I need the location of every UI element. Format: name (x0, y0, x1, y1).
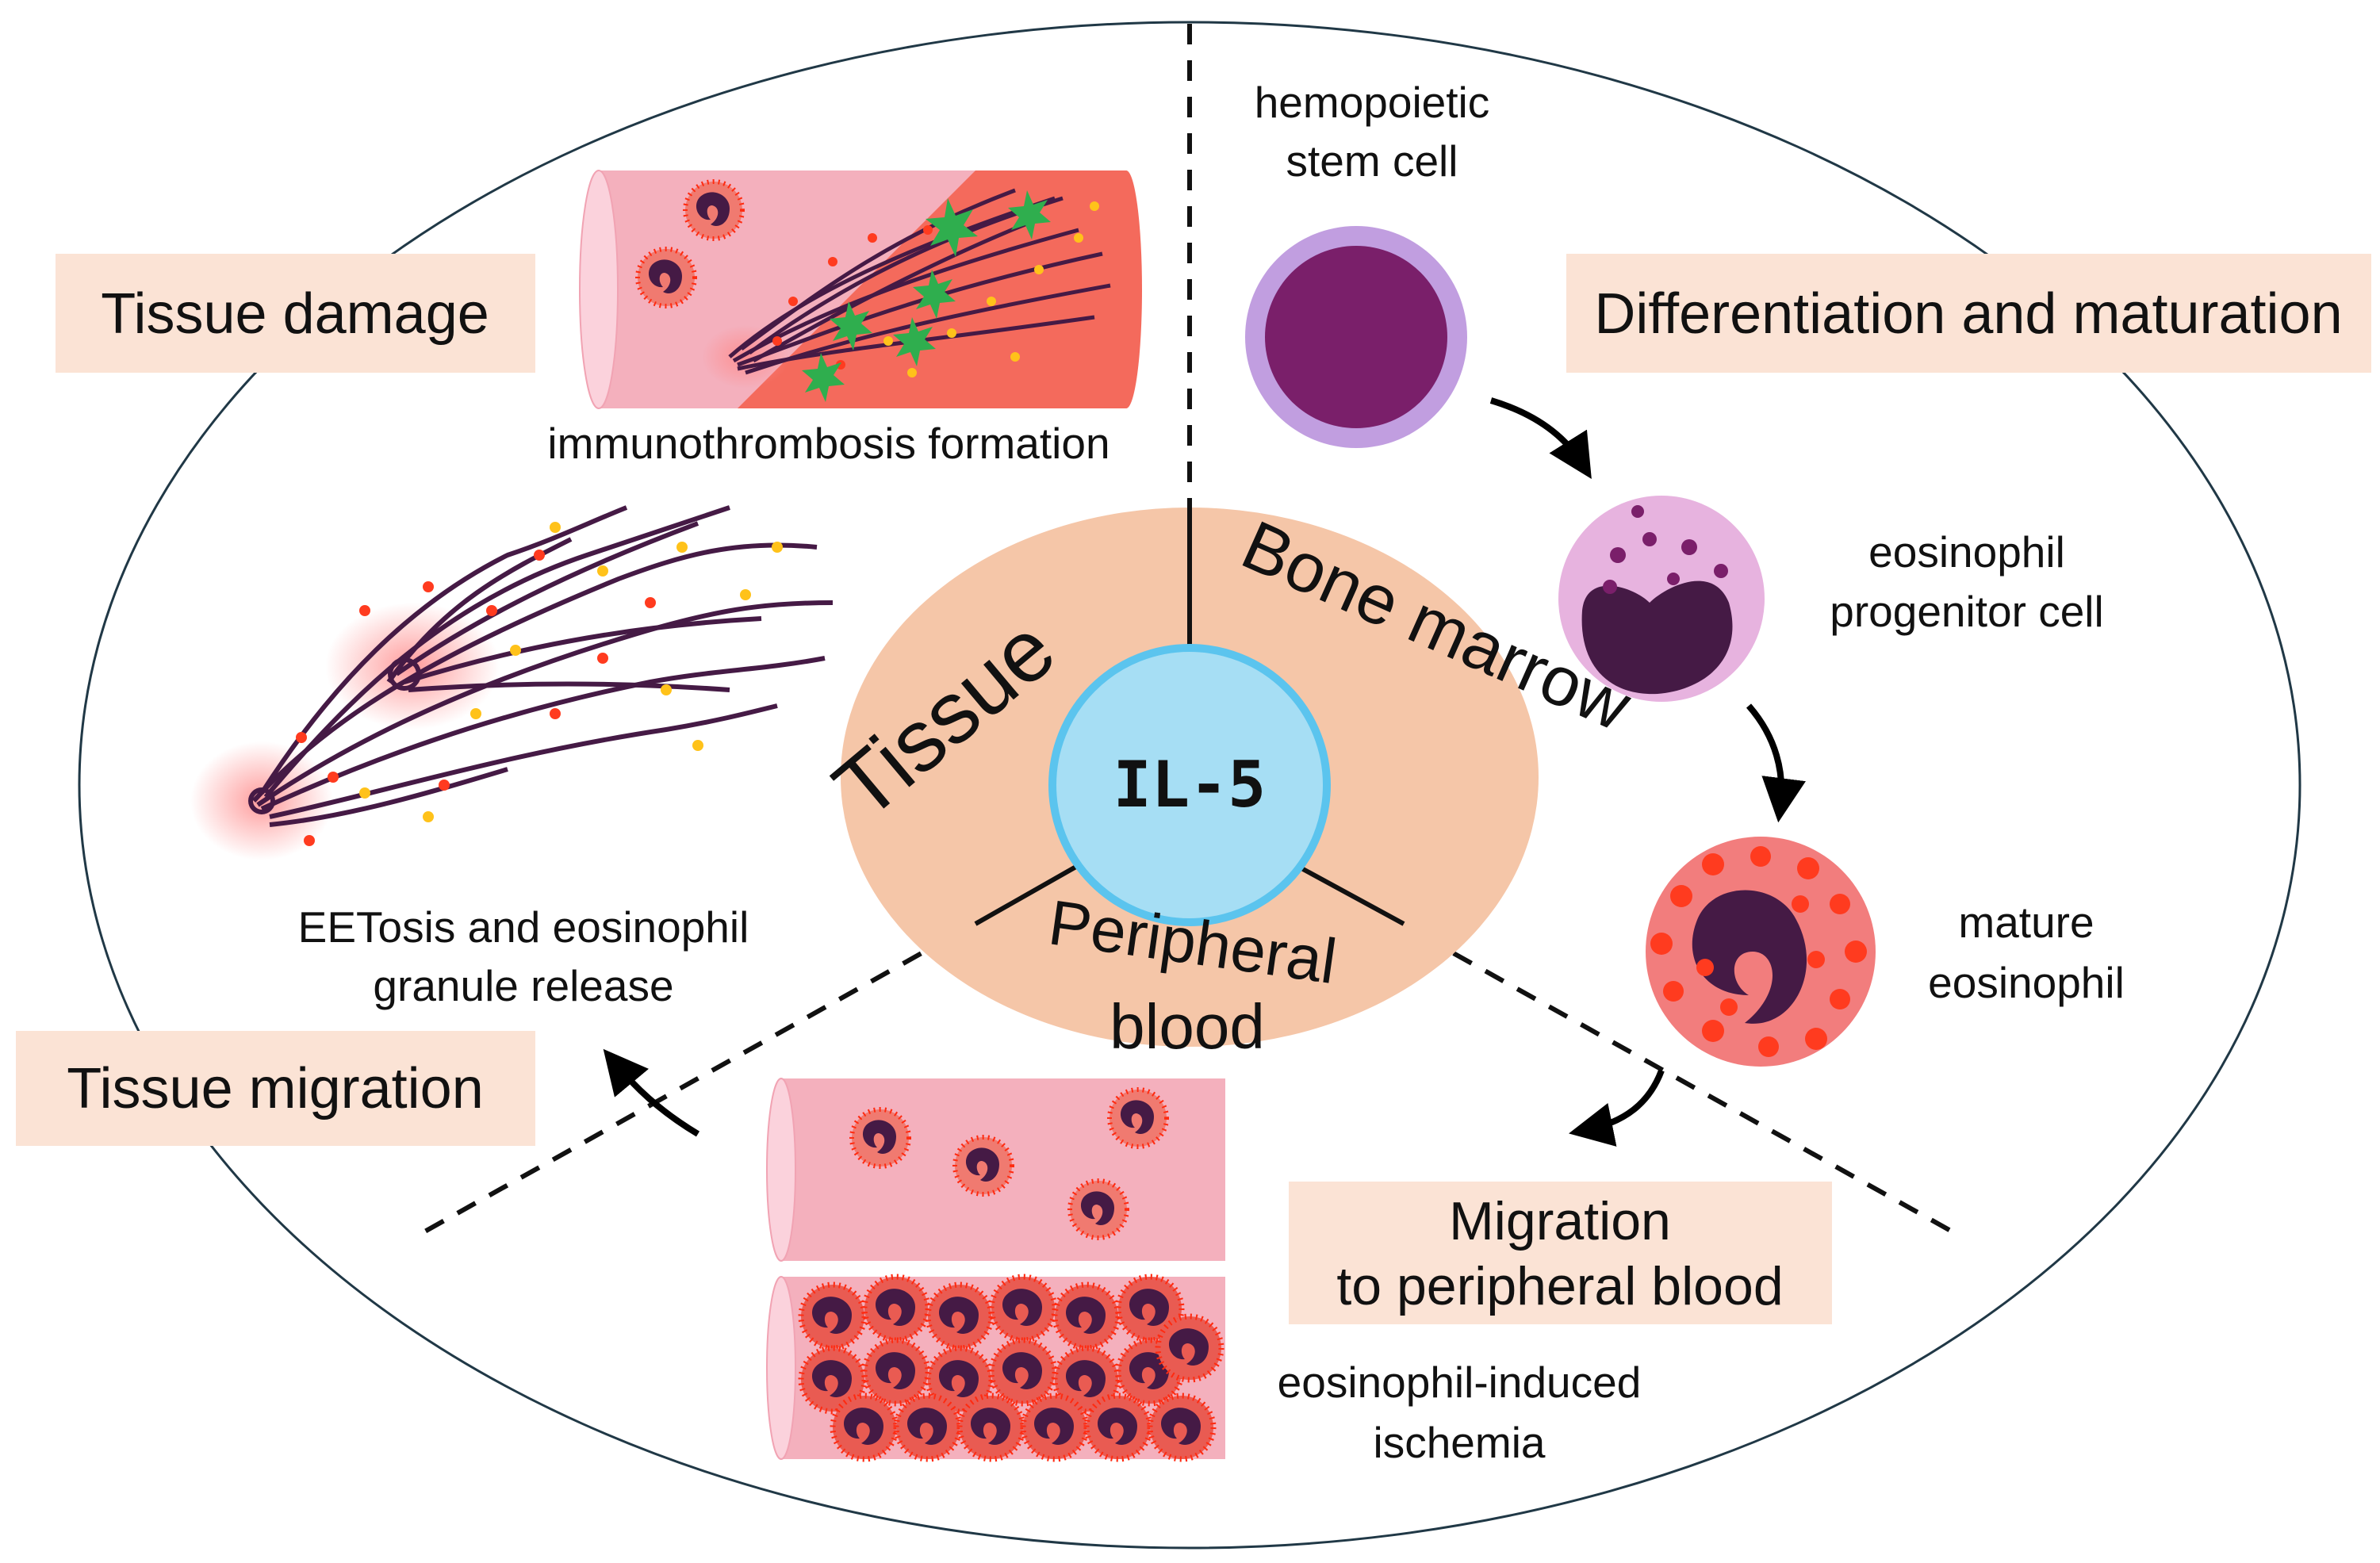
migration-blood-label-2: to peripheral blood (1336, 1256, 1783, 1316)
mature-caption-2: eosinophil (1928, 958, 2125, 1007)
progenitor-caption-2: progenitor cell (1830, 587, 2103, 636)
tissue-damage-label: Tissue damage (101, 282, 489, 346)
migration-blood-label-1: Migration (1449, 1191, 1671, 1251)
immunothrombosis-caption: immunothrombosis formation (547, 419, 1110, 468)
eosinophil-progenitor-cell (1558, 496, 1765, 702)
mature-caption-1: mature (1958, 898, 2094, 947)
eetosis-caption-1: EETosis and eosinophil (298, 902, 749, 952)
tissue-migration-label: Tissue migration (67, 1057, 484, 1121)
blood-vessel-ischemia (766, 1277, 1225, 1459)
hsc-caption-2: stem cell (1286, 136, 1458, 186)
blood-vessel-normal (766, 1078, 1225, 1262)
ischemia-caption-2: ischemia (1373, 1418, 1545, 1467)
arrow-progenitor-to-mature (1746, 703, 1806, 823)
outer-ellipse (78, 21, 2301, 1550)
tissue-damage-box: Tissue damage (56, 254, 535, 373)
il5-core (1048, 644, 1331, 926)
progenitor-caption-1: eosinophil (1868, 527, 2065, 577)
arrow-hsc-to-progenitor (1489, 397, 1592, 479)
il5-label: IL-5 (1113, 748, 1267, 822)
differentiation-label: Differentiation and maturation (1594, 282, 2342, 346)
eetosis-net (190, 505, 834, 860)
hemopoietic-stem-cell (1245, 226, 1467, 448)
migration-blood-box: Migration to peripheral blood (1289, 1182, 1832, 1324)
ischemia-caption-1: eosinophil-induced (1278, 1358, 1642, 1407)
differentiation-box: Differentiation and maturation (1566, 254, 2371, 373)
arrow-to-peripheral-blood (1569, 1069, 1665, 1147)
hsc-caption-1: hemopoietic (1255, 78, 1490, 127)
tissue-migration-arrow (603, 1048, 700, 1137)
mature-eosinophil (1646, 837, 1876, 1067)
tissue-migration-box: Tissue migration (16, 1031, 535, 1146)
eetosis-caption-2: granule release (373, 961, 673, 1010)
sector-blood-label: blood (1110, 991, 1265, 1062)
immunothrombosis-vessel (579, 170, 1142, 409)
